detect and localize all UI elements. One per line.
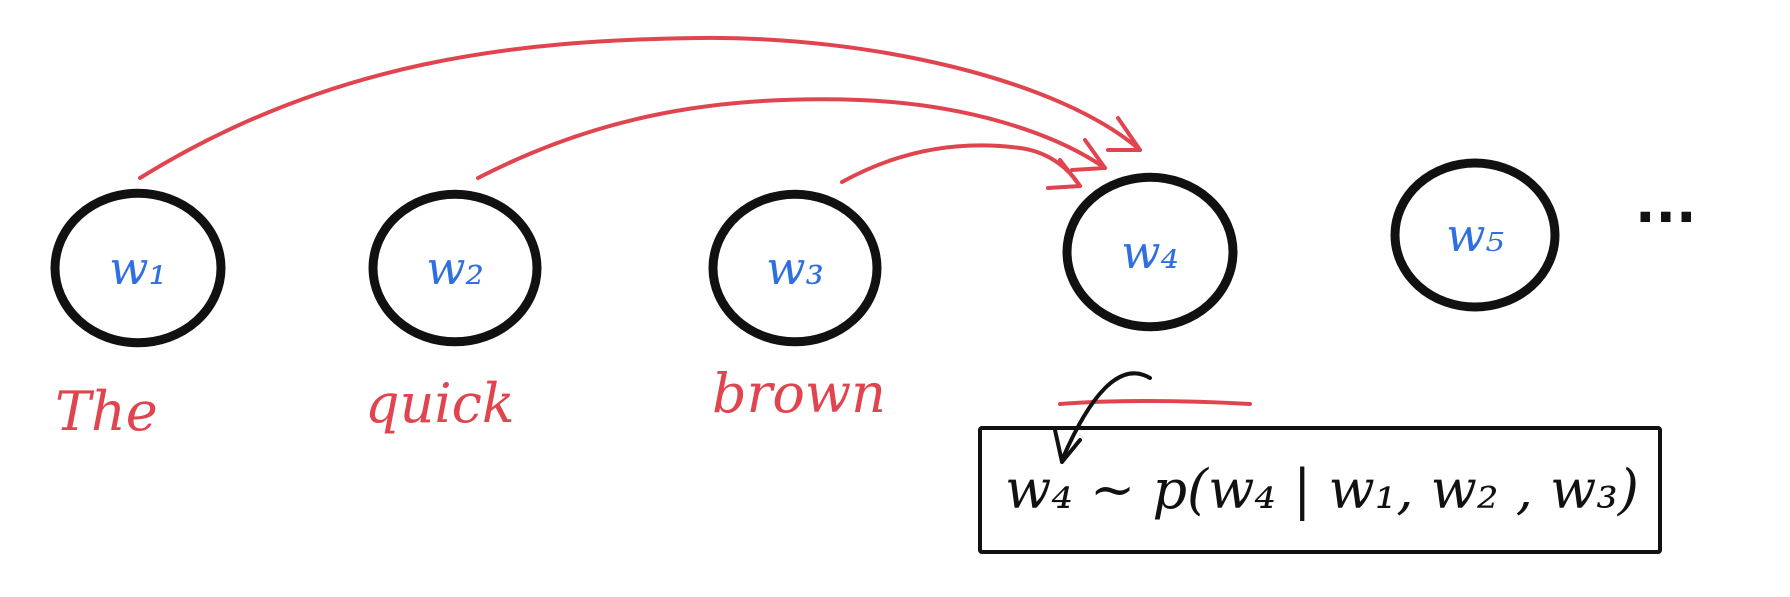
node-circle-3 bbox=[708, 189, 882, 347]
node-label-4: w₄ bbox=[1121, 225, 1179, 279]
node-label-3: w₃ bbox=[766, 241, 824, 295]
node-label-1: w₁ bbox=[109, 241, 167, 295]
word-label-3: brown bbox=[712, 362, 886, 425]
arrowhead-w1 bbox=[1106, 116, 1142, 152]
arrowhead-w2 bbox=[1070, 138, 1107, 172]
word-label-2: quick bbox=[365, 372, 515, 435]
formula-text: w₄ ~ p(w₄ | w₁, w₂ , w₃) bbox=[1005, 458, 1639, 521]
pointer-arrow bbox=[1060, 371, 1152, 462]
highlight-underline bbox=[1058, 399, 1252, 406]
node-circle-4 bbox=[1062, 172, 1238, 332]
word-label-1: The bbox=[55, 380, 158, 443]
ellipsis: ... bbox=[1635, 172, 1697, 235]
arrow-w2-to-w4 bbox=[476, 97, 1107, 180]
dependency-arrows bbox=[138, 35, 1142, 190]
arrow-w1-to-w4 bbox=[138, 35, 1142, 180]
node-label-2: w₂ bbox=[426, 241, 484, 295]
node-circle-1 bbox=[50, 188, 226, 348]
arrow-w3-to-w4 bbox=[840, 143, 1082, 188]
formula-box bbox=[978, 426, 1662, 554]
node-circle-2 bbox=[368, 189, 542, 347]
pointer-arrowhead bbox=[1053, 428, 1082, 464]
arrowhead-w3 bbox=[1046, 158, 1082, 190]
node-circle-5 bbox=[1390, 158, 1560, 312]
node-label-5: w₅ bbox=[1446, 208, 1504, 262]
node-row: w₁ The w₂ quick w₃ brown w₄ w₅ bbox=[50, 158, 1560, 443]
